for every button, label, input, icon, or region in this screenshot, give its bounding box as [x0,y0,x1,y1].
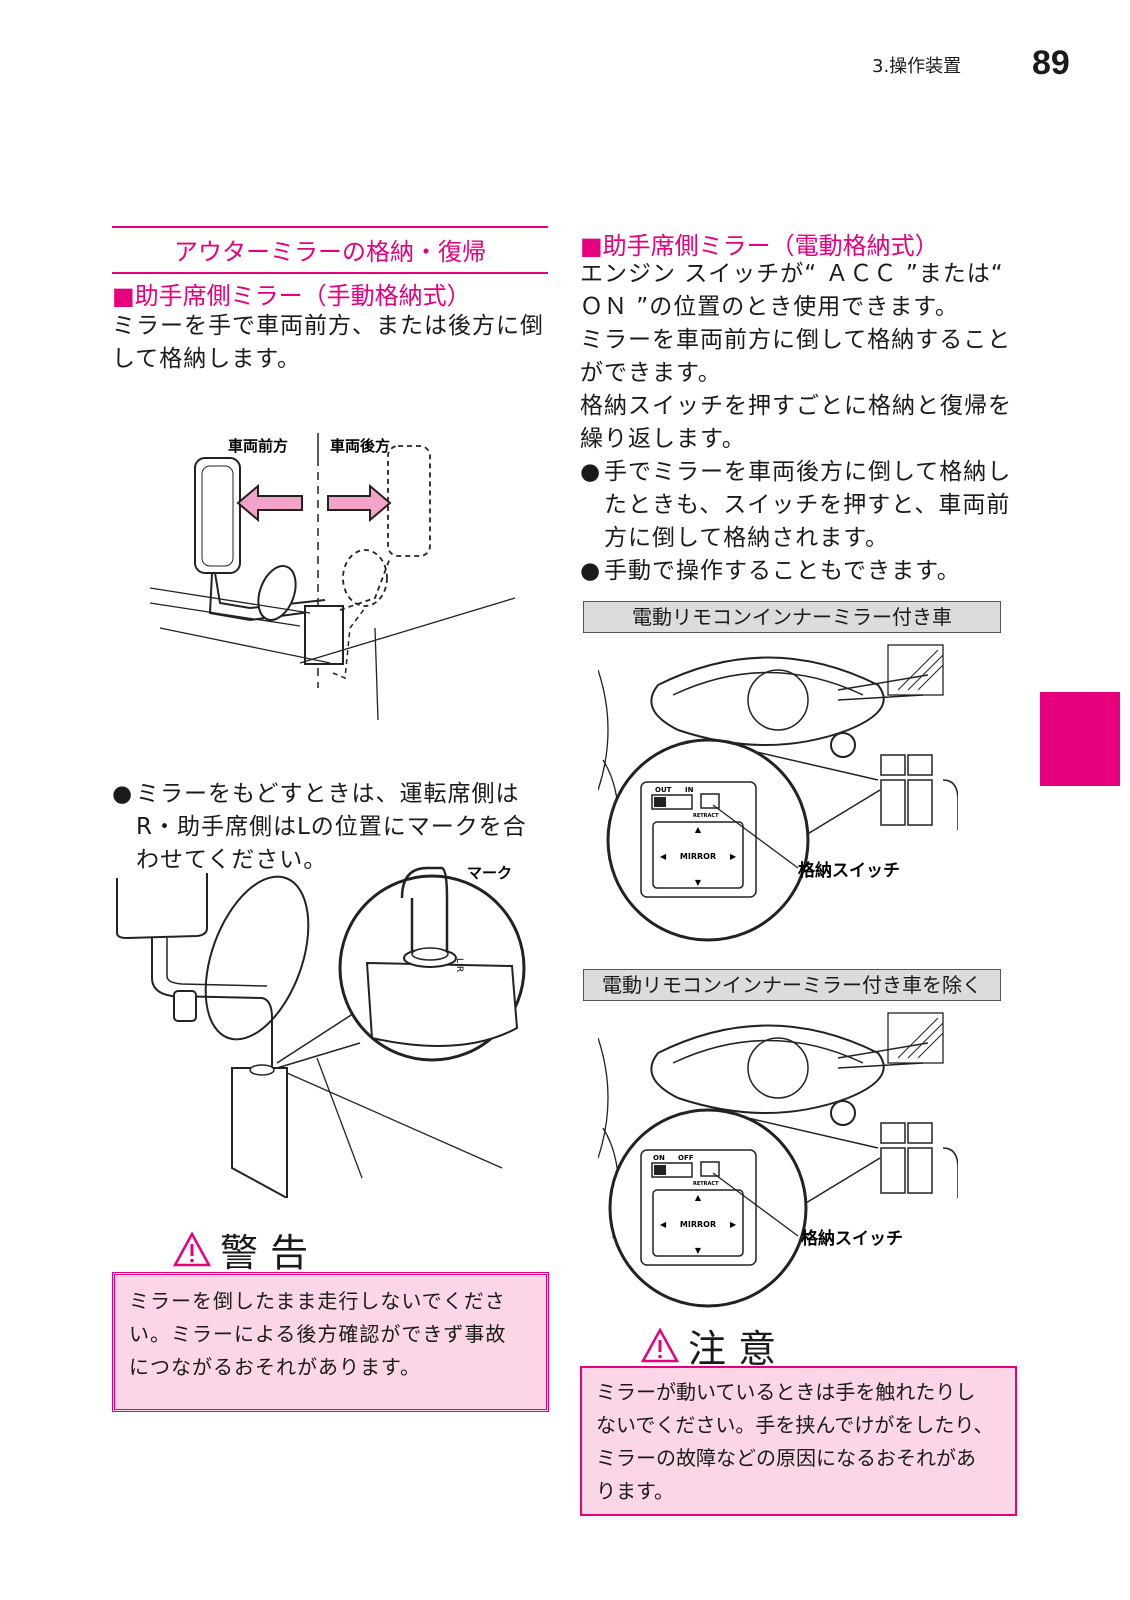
fig4-dashboard: ON OFF RETRACT ▲ ▼ ◀ ▶ MIRROR 格納スイッチ [598,1012,958,1308]
section-title: アウターミラーの格納・復帰 [112,226,548,274]
mark-figure: マーク L R [116,864,526,1198]
svg-text:L R: L R [454,958,464,972]
svg-text:MIRROR: MIRROR [680,852,716,861]
fig4-callout: 格納スイッチ [801,1228,903,1249]
caution-heading: 注 意 [640,1318,776,1373]
caution-icon [640,1326,680,1362]
fig3-callout: 格納スイッチ [798,860,900,881]
chapter-tab [1040,692,1120,786]
svg-text:◀: ◀ [660,1220,667,1229]
manual-mirror-figure: 車両前方 車両後方 [150,433,516,721]
right-text: エンジン スイッチが“ ＡＣＣ ”または“ ＯＮ ”の位置のとき使用できます。 … [580,258,1030,588]
fig4-caption: 電動リモコンインナーミラー付き車を除く [583,969,1001,1001]
warning-icon [172,1230,212,1266]
label-rear: 車両後方 [330,437,390,455]
caution-title: 注 意 [688,1327,777,1371]
label-front: 車両前方 [228,437,288,455]
fig3-dashboard: OUT IN RETRACT ▲ ▼ ◀ ▶ MIRROR 格納スイッチ [598,644,958,942]
subhead-electric: ■助手席側ミラー（電動格納式） [580,232,939,260]
fig4-retract-button [700,1161,720,1177]
svg-text:▼: ▼ [695,878,702,887]
svg-text:IN: IN [685,786,694,794]
subhead-manual: ■助手席側ミラー（手動格納式） [112,282,471,310]
svg-text:◀: ◀ [660,852,667,861]
fig3-mirror-pad [652,821,744,889]
warning-box: ミラーを倒したまま走行しないでくださ い。ミラーによる後方確認ができず事故 につ… [112,1272,549,1412]
svg-text:▼: ▼ [695,1246,702,1255]
svg-text:▶: ▶ [730,852,737,861]
svg-text:RETRACT: RETRACT [693,813,719,819]
caution-box: ミラーが動いているときは手を触れたりし ないでください。手を挟んでけがをしたり、… [580,1366,1017,1516]
svg-text:ON: ON [653,1154,665,1162]
label-mark: マーク [467,864,512,882]
fig3-caption: 電動リモコンインナーミラー付き車 [583,601,1001,633]
svg-text:OFF: OFF [678,1154,694,1162]
warning-heading: 警 告 [172,1222,308,1277]
page-number: 89 [1032,44,1070,82]
svg-text:▲: ▲ [695,1193,702,1202]
svg-text:▶: ▶ [730,1220,737,1229]
intro-text: ミラーを手で車両前方、または後方に倒 して格納します。 [112,313,544,372]
fig4-mirror-pad [652,1189,744,1257]
warning-title: 警 告 [220,1231,309,1275]
section-name: 3.操作装置 [872,56,962,77]
svg-text:MIRROR: MIRROR [680,1220,716,1229]
svg-text:▲: ▲ [695,825,702,834]
svg-text:RETRACT: RETRACT [693,1181,719,1187]
bullet-return: ミラーをもどすときは、運転席側はR・助手席側はLの位置にマークを合わせてください… [112,778,552,877]
svg-text:OUT: OUT [655,786,672,794]
fig3-retract-button [700,793,720,809]
